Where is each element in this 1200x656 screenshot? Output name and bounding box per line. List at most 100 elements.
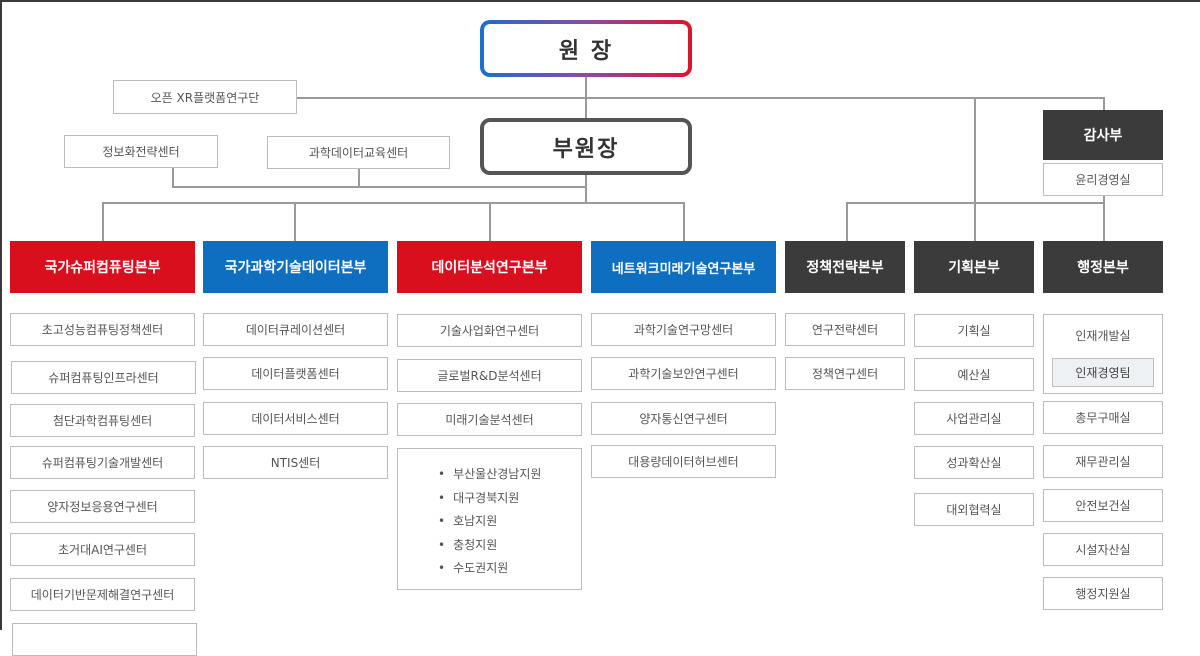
unit-box[interactable]: 시설자산실 <box>1043 533 1163 566</box>
unit-box[interactable]: 안전보건실 <box>1043 489 1163 522</box>
division-header-sci-data[interactable]: 국가과학기술데이터본부 <box>203 241 388 293</box>
audit-division-header[interactable]: 감사부 <box>1043 110 1163 160</box>
unit-box[interactable]: 기획실 <box>914 314 1034 347</box>
unit-box[interactable]: 대용량데이터허브센터 <box>591 445 776 478</box>
unit-label: 예산실 <box>957 368 991 382</box>
connector <box>294 202 296 241</box>
unit-box[interactable]: 첨단과학컴퓨팅센터 <box>10 404 195 437</box>
vice-president-box[interactable]: 부원장 <box>480 118 692 175</box>
unit-box[interactable]: 슈퍼컴퓨팅인프라센터 <box>11 361 196 394</box>
division-title: 정책전략본부 <box>806 260 884 276</box>
unit-label: 데이터서비스센터 <box>251 412 340 426</box>
unit-box[interactable]: 행정지원실 <box>1043 577 1163 610</box>
unit-label: 데이터기반문제해결연구센터 <box>30 588 175 602</box>
connector <box>172 168 174 188</box>
unit-box[interactable]: 사업관리실 <box>914 402 1034 435</box>
unit-box[interactable]: 과학기술보안연구센터 <box>591 357 776 390</box>
hr-management-team[interactable]: 인재경영팀 <box>1052 358 1154 387</box>
connector <box>358 169 360 188</box>
region-item[interactable]: 충청지원 <box>438 534 581 558</box>
unit-box[interactable]: 연구전략센터 <box>785 313 905 346</box>
unit-box[interactable]: 초거대AI연구센터 <box>10 533 195 566</box>
unit-label: 성과확산실 <box>946 456 1002 470</box>
unit-box[interactable]: 데이터서비스센터 <box>203 402 388 435</box>
region-item[interactable]: 호남지원 <box>438 510 581 534</box>
unit-label: NTIS센터 <box>270 456 321 470</box>
unit-box[interactable]: 데이터큐레이션센터 <box>203 313 388 346</box>
unit-label: 사업관리실 <box>946 412 1002 426</box>
hr-management-label: 인재경영팀 <box>1075 366 1131 380</box>
info-strategy-center[interactable]: 정보화전략센터 <box>64 135 218 168</box>
division-header-supercomputing[interactable]: 국가슈퍼컴퓨팅본부 <box>10 241 195 293</box>
unit-label: 양자통신연구센터 <box>639 412 728 426</box>
unit-box[interactable]: 성과확산실 <box>914 446 1034 479</box>
connector <box>102 202 104 241</box>
unit-box[interactable]: 예산실 <box>914 358 1034 391</box>
data-education-center[interactable]: 과학데이터교육센터 <box>267 136 450 169</box>
division-title: 기획본부 <box>948 260 1000 276</box>
division-title: 행정본부 <box>1077 260 1129 276</box>
unit-label: 슈퍼컴퓨팅기술개발센터 <box>41 456 164 470</box>
unit-box[interactable]: 글로벌R&D분석센터 <box>397 359 582 392</box>
unit-box[interactable]: NTIS센터 <box>203 446 388 479</box>
unit-box[interactable]: 데이터기반문제해결연구센터 <box>10 578 195 611</box>
unit-label: 행정지원실 <box>1075 587 1131 601</box>
hr-development-label: 인재개발실 <box>1075 329 1131 343</box>
unit-label: 재무관리실 <box>1075 455 1131 469</box>
unit-box[interactable]: 양자정보응용연구센터 <box>10 490 195 523</box>
unit-box[interactable]: 총무구매실 <box>1043 401 1163 434</box>
unit-label: 데이터플랫폼센터 <box>251 367 340 381</box>
division-header-policy[interactable]: 정책전략본부 <box>785 241 905 293</box>
hr-development-group[interactable]: 인재개발실 인재경영팀 <box>1043 314 1163 394</box>
unit-box-partial <box>12 623 197 656</box>
ethics-office-label: 윤리경영실 <box>1075 173 1131 187</box>
unit-label: 양자정보응용연구센터 <box>47 500 158 514</box>
unit-box[interactable]: 데이터플랫폼센터 <box>203 357 388 390</box>
division-header-network[interactable]: 네트워크미래기술연구본부 <box>591 241 776 293</box>
connector <box>683 202 685 241</box>
unit-box[interactable]: 과학기술연구망센터 <box>591 313 776 346</box>
vice-president-label: 부원장 <box>552 136 620 162</box>
division-title: 데이터분석연구본부 <box>431 260 548 276</box>
division-title: 네트워크미래기술연구본부 <box>611 261 756 277</box>
president-box[interactable]: 원 장 <box>480 20 692 77</box>
unit-label: 총무구매실 <box>1075 411 1131 425</box>
frame-top-border <box>0 0 1200 2</box>
unit-label: 연구전략센터 <box>811 323 879 337</box>
unit-label: 초고성능컴퓨팅정책센터 <box>41 323 164 337</box>
region-item[interactable]: 수도권지원 <box>438 557 581 581</box>
unit-label: 슈퍼컴퓨팅인프라센터 <box>48 371 159 385</box>
region-item[interactable]: 부산울산경남지원 <box>438 463 581 487</box>
unit-label: 첨단과학컴퓨팅센터 <box>52 414 153 428</box>
xr-platform-unit[interactable]: 오픈 XR플랫폼연구단 <box>113 80 297 114</box>
unit-label: 글로벌R&D분석센터 <box>437 369 542 383</box>
unit-label: 기획실 <box>957 324 991 338</box>
connector <box>974 97 976 241</box>
unit-box[interactable]: 정책연구센터 <box>785 357 905 390</box>
info-strategy-label: 정보화전략센터 <box>102 145 180 159</box>
regional-branches-box: 부산울산경남지원 대구경북지원 호남지원 충청지원 수도권지원 <box>397 448 582 590</box>
unit-label: 미래기술분석센터 <box>445 413 534 427</box>
frame-left-border <box>0 0 2 630</box>
unit-label: 과학기술보안연구센터 <box>628 367 739 381</box>
unit-box[interactable]: 양자통신연구센터 <box>591 402 776 435</box>
division-header-data-analysis[interactable]: 데이터분석연구본부 <box>397 241 582 293</box>
region-item[interactable]: 대구경북지원 <box>438 487 581 511</box>
connector <box>102 202 685 204</box>
unit-box[interactable]: 기술사업화연구센터 <box>397 314 582 347</box>
division-header-admin[interactable]: 행정본부 <box>1043 241 1163 293</box>
unit-box[interactable]: 대외협력실 <box>914 493 1034 526</box>
unit-label: 대용량데이터허브센터 <box>628 455 739 469</box>
connector <box>489 202 491 241</box>
unit-box[interactable]: 슈퍼컴퓨팅기술개발센터 <box>10 446 195 479</box>
ethics-office[interactable]: 윤리경영실 <box>1043 163 1163 196</box>
unit-label: 정책연구센터 <box>811 367 879 381</box>
division-title: 국가슈퍼컴퓨팅본부 <box>44 260 161 276</box>
unit-label: 시설자산실 <box>1075 543 1131 557</box>
president-label: 원 장 <box>558 38 614 64</box>
unit-box[interactable]: 미래기술분석센터 <box>397 403 582 436</box>
division-header-planning[interactable]: 기획본부 <box>914 241 1034 293</box>
unit-box[interactable]: 초고성능컴퓨팅정책센터 <box>10 313 195 346</box>
unit-box[interactable]: 재무관리실 <box>1043 445 1163 478</box>
unit-label: 초거대AI연구센터 <box>57 543 148 557</box>
